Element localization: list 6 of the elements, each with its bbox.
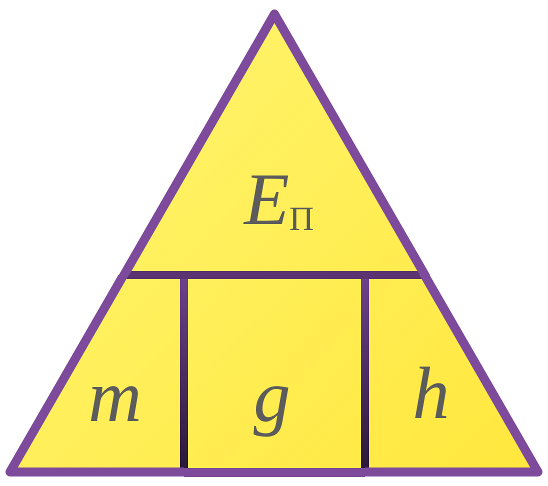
formula-section: [4, 275, 184, 478]
variable-symbol: E$_{П}$: [244, 163, 314, 237]
formula-section: [184, 275, 365, 476]
variable-symbol: m: [88, 360, 142, 434]
variable-symbol: h: [412, 357, 450, 431]
formula-section: [365, 275, 544, 478]
